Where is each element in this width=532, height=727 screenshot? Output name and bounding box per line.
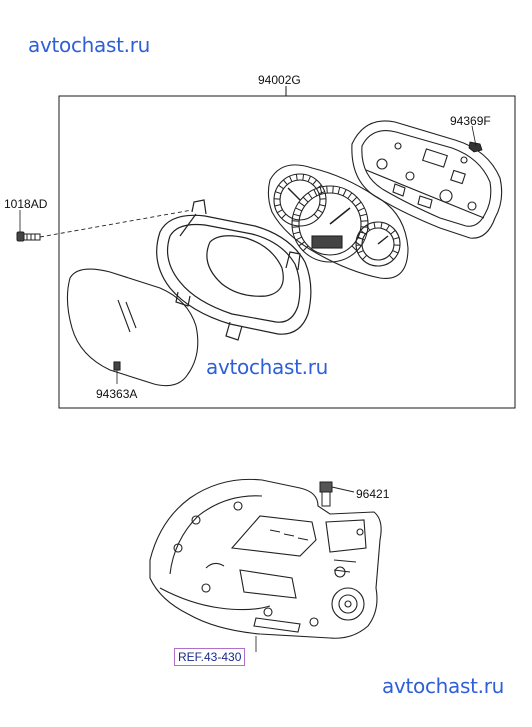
label-speed-sensor: 96421: [356, 487, 390, 501]
watermark-top: avtochast.ru: [28, 33, 151, 57]
assembly-frame: [58, 95, 516, 409]
label-screw: 1018AD: [4, 197, 48, 211]
rear-housing: [351, 120, 503, 239]
label-cluster-assembly: 94002G: [258, 73, 301, 87]
transaxle-housing: [149, 478, 382, 639]
dial-ticks: [273, 174, 401, 260]
connector-clip: [468, 141, 483, 153]
label-connector: 94369F: [450, 114, 491, 128]
cluster-bezel: [156, 199, 312, 341]
screw-alignment-line: [39, 209, 193, 238]
dial-plate: [267, 164, 409, 279]
speed-sensor: [319, 481, 355, 507]
connector-leader: [471, 125, 477, 147]
label-window: 94363A: [96, 387, 138, 401]
watermark-middle: avtochast.ru: [206, 355, 329, 379]
label-reference[interactable]: REF.43-430: [174, 648, 246, 666]
window-glass: [66, 268, 199, 387]
watermark-bottom: avtochast.ru: [382, 674, 505, 698]
screw-1018ad: [16, 231, 41, 242]
